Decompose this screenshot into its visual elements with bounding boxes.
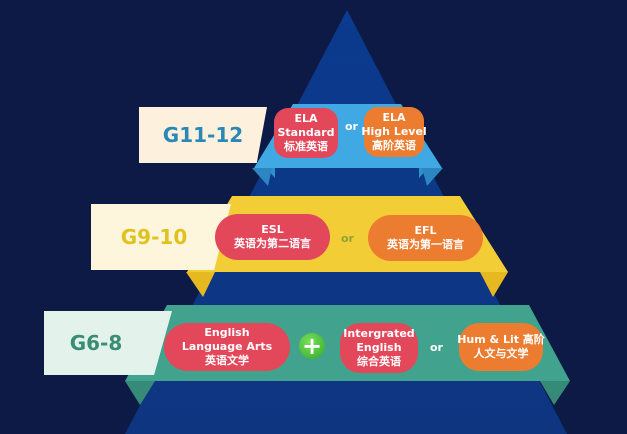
option-integrated-english: Intergrated English 综合英语 xyxy=(340,323,418,373)
option-esl: ESL 英语为第二语言 xyxy=(215,214,330,260)
or-connector: or xyxy=(341,232,354,245)
plus-icon: + xyxy=(299,333,325,359)
option-efl: EFL 英语为第一语言 xyxy=(368,215,483,261)
grade-text: G11-12 xyxy=(162,123,244,147)
grade-text: G9-10 xyxy=(120,225,188,249)
grade-label-g6-8: G6-8 xyxy=(44,311,172,375)
grade-label-g11-12: G11-12 xyxy=(139,107,267,163)
option-english-language-arts: English Language Arts 英语文学 xyxy=(164,323,290,371)
or-connector: or xyxy=(345,120,358,133)
grade-text: G6-8 xyxy=(69,331,123,355)
option-ela-standard: ELA Standard 标准英语 xyxy=(274,108,338,158)
grade-label-g9-10: G9-10 xyxy=(91,204,231,270)
or-connector: or xyxy=(430,341,443,354)
option-hum-lit: Hum & Lit 高阶 人文与文学 xyxy=(457,323,545,371)
option-ela-high-level: ELA High Level 高阶英语 xyxy=(361,107,427,157)
